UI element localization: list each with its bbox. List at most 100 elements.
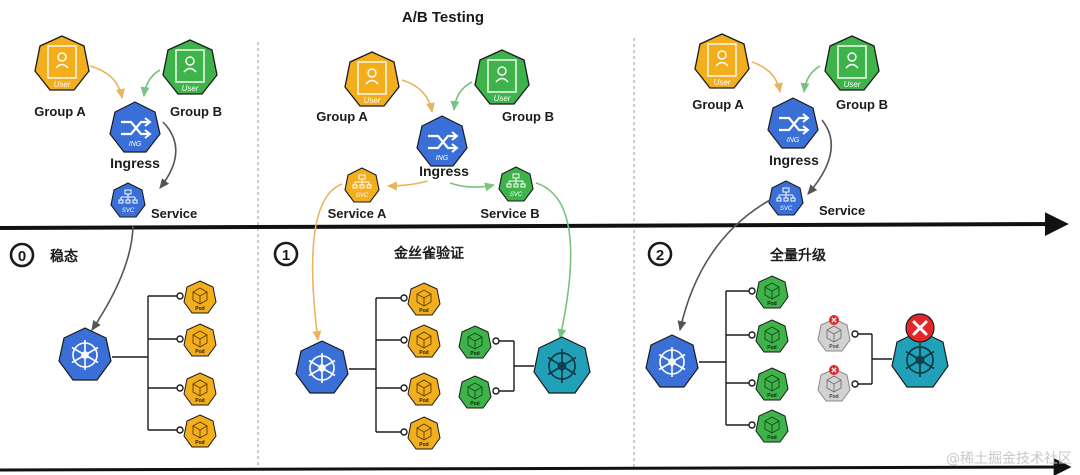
pod-connector <box>851 330 892 388</box>
group-b-label: Group B <box>836 97 888 112</box>
stage-2-marker: 2 <box>647 241 673 267</box>
retired-pod-node: Pod <box>817 315 851 352</box>
pod-node: Pod <box>755 367 789 401</box>
cube-icon <box>826 375 842 393</box>
ingress-label: Ingress <box>769 152 819 168</box>
helm-wheel-icon <box>308 353 336 383</box>
pod-node: Pod <box>407 372 441 406</box>
cube-icon <box>764 326 780 344</box>
ingress-to-service-arrow <box>807 119 833 195</box>
deployment-node <box>58 327 112 381</box>
stage-number: 0 <box>18 248 26 265</box>
svg-text:Pod: Pod <box>419 442 428 448</box>
service-b-label: Service B <box>480 206 539 221</box>
svg-text:Pod: Pod <box>419 350 428 356</box>
x-close-icon <box>829 365 839 375</box>
pod-node: Pod <box>183 323 217 357</box>
panel-0-steady-state: User Group A User Group B ING Ingress SV… <box>34 35 222 448</box>
service-label: Service <box>151 206 197 221</box>
helm-wheel-icon <box>547 349 577 383</box>
svg-text:SVC: SVC <box>122 208 135 214</box>
watermark-text: @稀土掘金技术社区 <box>946 451 1072 467</box>
cube-icon <box>416 423 432 441</box>
service-b-to-deployment-arrow <box>535 182 572 340</box>
user-icon <box>845 52 859 69</box>
ingress-label: Ingress <box>110 155 160 171</box>
cube-icon <box>826 325 842 343</box>
cube-icon <box>416 379 432 397</box>
traffic-arrow-group-b <box>450 81 473 112</box>
service-a-to-deployment-arrow <box>311 183 343 342</box>
group-b-user-node: User <box>824 35 880 91</box>
ingress-node: ING <box>416 115 468 167</box>
svg-text:Pod: Pod <box>195 306 204 312</box>
svg-text:SVC: SVC <box>510 192 523 198</box>
stage-label: 全量升级 <box>769 247 827 263</box>
svg-text:Pod: Pod <box>767 301 776 307</box>
group-a-label: Group A <box>34 104 86 119</box>
stage-0-marker: 0 <box>9 242 35 268</box>
service-a-node: SVC <box>344 167 380 203</box>
pod-node: Pod <box>407 416 441 450</box>
timeline-arrow-lower <box>0 458 1072 475</box>
traffic-arrow-group-a <box>401 79 435 114</box>
panel-1-canary-validation: User Group A User Group B ING Ingress SV… <box>295 49 591 450</box>
cube-icon <box>467 382 483 400</box>
svg-text:User: User <box>714 78 731 87</box>
svg-text:Pod: Pod <box>829 394 838 400</box>
helm-wheel-icon <box>658 347 686 377</box>
pod-node: Pod <box>407 282 441 316</box>
group-a-user-node: User <box>694 33 750 89</box>
svg-text:ING: ING <box>129 141 142 148</box>
helm-wheel-icon <box>71 340 99 370</box>
svg-text:SVC: SVC <box>780 206 793 212</box>
group-a-label: Group A <box>692 97 744 112</box>
cube-icon <box>416 289 432 307</box>
user-icon <box>183 56 197 73</box>
group-a-label: Group A <box>316 109 368 124</box>
deployment-a-node <box>295 340 349 394</box>
pod-node: Pod <box>183 280 217 314</box>
stage-label: 稳态 <box>50 248 78 264</box>
svg-text:Pod: Pod <box>470 351 479 357</box>
svg-text:ING: ING <box>787 137 800 144</box>
group-b-user-node: User <box>162 39 218 95</box>
deployment-node <box>645 334 699 388</box>
pod-connector <box>349 294 408 436</box>
timeline-arrow-upper <box>0 212 1069 237</box>
pod-connector <box>699 287 756 429</box>
svg-text:Pod: Pod <box>195 398 204 404</box>
user-icon <box>55 52 69 69</box>
cube-icon <box>416 331 432 349</box>
svg-text:Pod: Pod <box>195 440 204 446</box>
pod-node: Pod <box>183 414 217 448</box>
svg-text:User: User <box>54 80 71 89</box>
service-node: SVC <box>110 182 146 218</box>
cube-icon <box>192 421 208 439</box>
ingress-node: ING <box>767 97 819 149</box>
traffic-arrow-group-b <box>140 69 161 98</box>
deployment-b-node <box>533 336 591 394</box>
group-b-label: Group B <box>170 104 222 119</box>
service-b-node: SVC <box>498 166 534 202</box>
pod-connector <box>492 337 534 395</box>
shuffle-icon <box>428 131 459 153</box>
network-hierarchy-icon <box>118 189 138 204</box>
user-icon <box>365 68 379 85</box>
svg-text:Pod: Pod <box>195 349 204 355</box>
user-icon <box>715 50 729 67</box>
group-b-user-node: User <box>474 49 530 105</box>
cube-icon <box>764 282 780 300</box>
pod-node: Pod <box>755 319 789 353</box>
retired-deployment-node <box>891 330 949 388</box>
group-b-label: Group B <box>502 109 554 124</box>
network-hierarchy-icon <box>506 173 526 188</box>
svg-text:Pod: Pod <box>829 344 838 350</box>
svg-text:User: User <box>364 96 381 105</box>
service-a-label: Service A <box>328 206 387 221</box>
shuffle-icon <box>121 117 152 139</box>
cube-icon <box>192 379 208 397</box>
svg-text:Pod: Pod <box>767 393 776 399</box>
pod-node: Pod <box>407 324 441 358</box>
